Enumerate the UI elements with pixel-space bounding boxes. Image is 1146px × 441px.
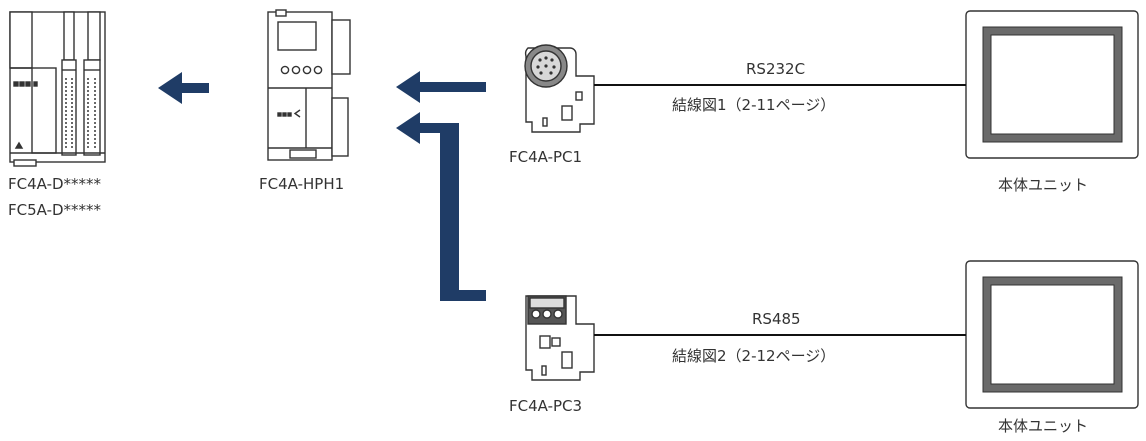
pc1-label: FC4A-PC1 [509, 148, 583, 166]
pc3-label: FC4A-PC3 [509, 397, 583, 415]
rs485-label: RS485 [752, 310, 801, 328]
arrow-from-pc3 [396, 112, 486, 301]
cpu-label-1: FC4A-D***** [8, 175, 102, 193]
hmi-unit-bottom [965, 260, 1139, 409]
hmi-unit-top-label: 本体ユニット [998, 176, 1089, 194]
hmi-unit-bottom-label: 本体ユニット [998, 417, 1089, 435]
arrow-to-cpu [158, 72, 209, 104]
cpu-label-2: FC5A-D***** [8, 201, 102, 219]
rs232c-label: RS232C [746, 60, 806, 78]
arrow-from-pc1 [396, 71, 486, 103]
hmi-unit-top [965, 10, 1139, 159]
wiring-diagram-2-label: 結線図2（2-12ページ） [672, 347, 836, 365]
pc3-module [525, 295, 595, 381]
hph-module [267, 9, 351, 161]
hph-label: FC4A-HPH1 [259, 175, 345, 193]
cpu-terminal-pins [65, 78, 96, 150]
cpu-module [9, 11, 106, 167]
wiring-diagram-1-label: 結線図1（2-11ページ） [672, 96, 836, 114]
pc1-module [524, 44, 595, 133]
